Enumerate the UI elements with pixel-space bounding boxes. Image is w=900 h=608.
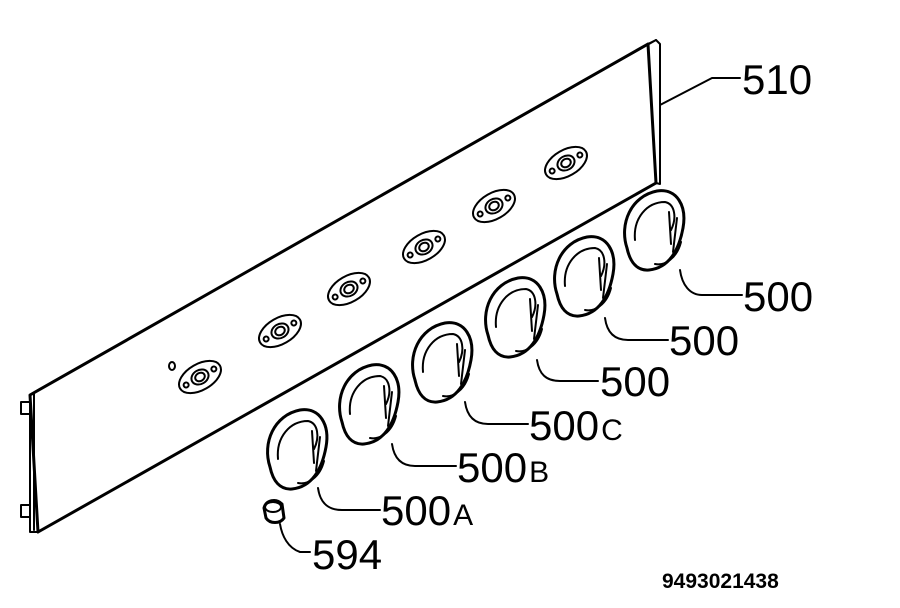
callout-500c-number: 500 [529, 402, 599, 449]
callout-500b-number: 500 [457, 444, 527, 491]
callout-500b: 500B [457, 444, 549, 491]
control-knob-500a [266, 408, 329, 491]
mounting-plate [258, 313, 302, 349]
document-number: 9493021438 [662, 570, 779, 593]
control-knob-500 [484, 276, 547, 359]
callout-500b-suffix: B [529, 456, 549, 489]
callout-500: 500 [743, 273, 813, 320]
control-knob-500 [553, 235, 616, 318]
leader-line-500a [317, 487, 381, 511]
mounting-plate [544, 145, 588, 181]
callout-500a-suffix: A [453, 499, 473, 532]
mounting-plate [472, 188, 516, 224]
callout-510: 510 [742, 56, 812, 103]
callout-500c-suffix: C [601, 414, 623, 447]
mounting-plate [327, 271, 371, 307]
leader-line-510 [659, 77, 741, 106]
leader-line-500c [464, 401, 529, 425]
callout-500c: 500C [529, 402, 623, 449]
leader-line-500 [536, 359, 599, 382]
callout-594: 594 [312, 531, 382, 578]
push-button-594 [262, 499, 286, 524]
callout-500a-number: 500 [381, 487, 451, 534]
leader-line-500 [604, 317, 669, 341]
callout-500: 500 [669, 317, 739, 364]
leader-line-500b [391, 443, 457, 467]
control-panel-510 [20, 39, 661, 534]
control-knob-500 [623, 189, 686, 272]
control-knob-500c [411, 321, 474, 404]
leader-line-500 [679, 269, 743, 296]
callout-500: 500 [600, 358, 670, 405]
mounting-plate [178, 359, 222, 395]
mounting-plate [402, 229, 446, 265]
callout-500a: 500A [381, 487, 473, 534]
leader-line-594 [279, 523, 311, 553]
control-knob-500b [338, 363, 401, 446]
